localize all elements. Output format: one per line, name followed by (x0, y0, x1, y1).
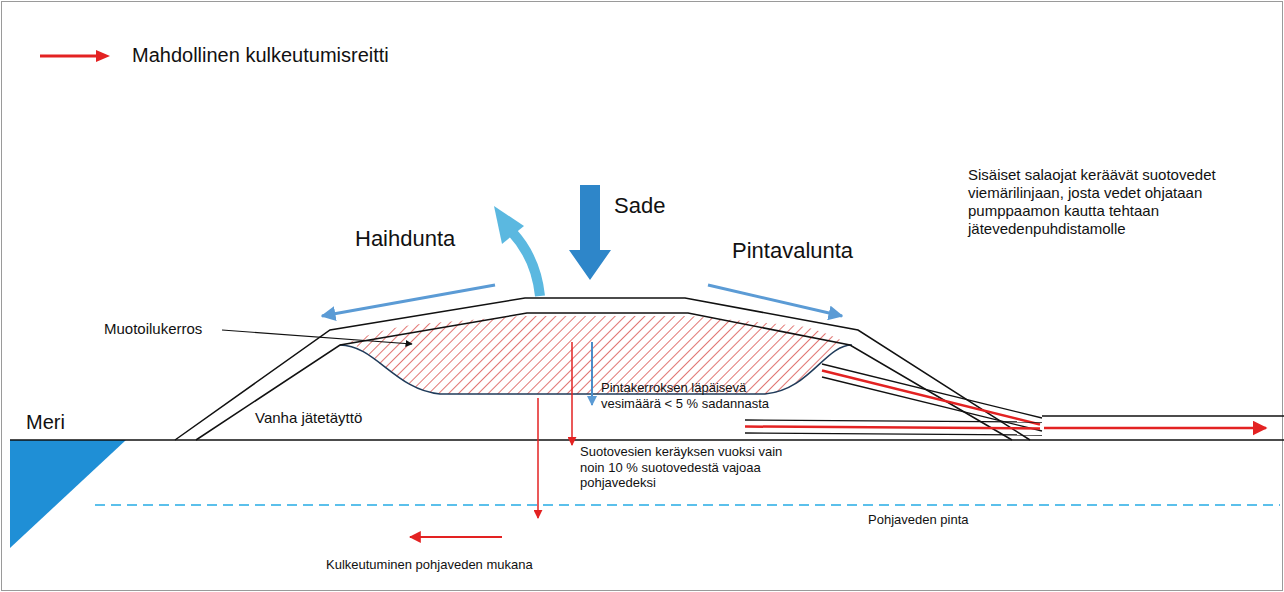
sewer-pipe (1042, 415, 1284, 416)
groundwater-level (95, 504, 1280, 506)
leachate-arrow (537, 398, 539, 518)
shaping-layer (350, 316, 845, 394)
shaping-layer-outline (340, 345, 852, 394)
leachate-arrow (571, 342, 573, 445)
diagram-label: Sade (614, 193, 665, 219)
drain-flow (822, 371, 1040, 425)
drain-pipe (745, 433, 1042, 435)
diagram-label: Kulkeutuminen pohjaveden mukana (326, 557, 533, 573)
rain-arrow (569, 185, 611, 280)
diagram-label: Pohjaveden pinta (868, 512, 968, 528)
diagram-label: Pintavalunta (732, 238, 853, 264)
drain-pipe (745, 420, 1042, 422)
drain-flow (745, 427, 1040, 429)
ground-line (10, 439, 1042, 441)
diagram-label: Vanha jätetäyttö (255, 409, 362, 427)
drain-pipe (822, 364, 1042, 418)
diagram-label: Muotoilukerros (104, 320, 202, 338)
runoff-arrow (322, 285, 495, 316)
diagram-label: Suotovesien keräyksen vuoksi vain noin 1… (580, 444, 785, 491)
diagram-label: Meri (26, 410, 65, 434)
evaporation-arrow-head (494, 206, 524, 244)
legend-swatch (38, 48, 112, 64)
runoff-arrow (708, 285, 842, 316)
evaporation-arrow (512, 232, 540, 296)
leader-line (222, 330, 412, 344)
groundwater-transport-arrow (410, 536, 502, 538)
diagram-label: Haihdunta (355, 226, 455, 252)
sea (10, 440, 126, 548)
diagram-label: Sisäiset salaojat keräävät suotovedet vi… (968, 166, 1268, 238)
infiltration-arrow (591, 342, 593, 405)
cover-outer (175, 298, 1030, 440)
drain-pipe (822, 377, 1042, 431)
sewer-flow (1044, 427, 1266, 430)
sewer-pipe (1042, 439, 1284, 440)
legend-label: Mahdollinen kulkeutumisreitti (132, 44, 389, 67)
legend-entry: Mahdollinen kulkeutumisreitti (38, 44, 389, 67)
diagram-label: Pintakerroksen läpäisevä vesimäärä < 5 %… (601, 380, 779, 411)
